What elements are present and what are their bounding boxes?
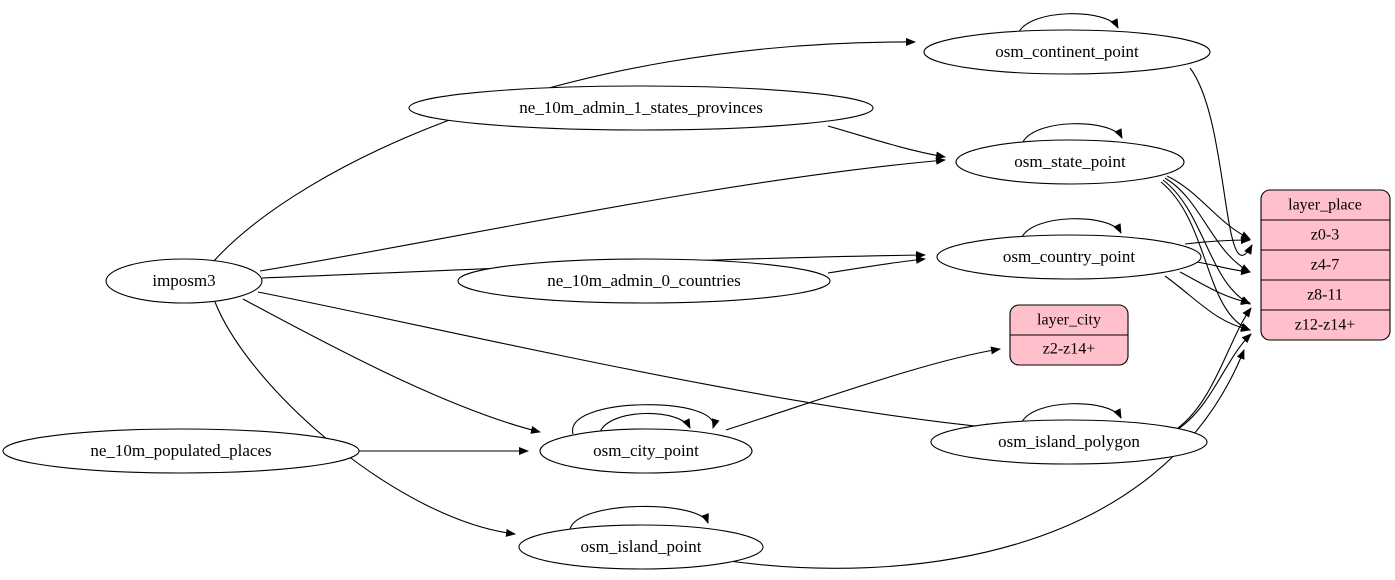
node-label: ne_10m_admin_0_countries: [547, 271, 741, 290]
node-shape-ellipse[interactable]: [457, 258, 831, 304]
edge-osm_city_point-to-layer_city-z2-z14: [725, 346, 1001, 431]
edge-osm_state_point-to-layer_place-z0-3: [1166, 175, 1251, 240]
node-osm_state_point[interactable]: osm_state_point: [955, 139, 1185, 185]
node-label: imposm3: [152, 271, 215, 290]
edge-osm_country_point-to-layer_place-z0-3: [1184, 236, 1251, 245]
record-row-z12-z14[interactable]: z12-z14+: [1295, 317, 1356, 334]
node-imposm3[interactable]: imposm3: [105, 258, 263, 304]
edge-osm_continent_point-to-layer_place-z0-3: [1189, 67, 1253, 256]
node-ne_10m_admin_0_countries[interactable]: ne_10m_admin_0_countries: [457, 258, 831, 304]
record-row-title: layer_city: [1037, 312, 1101, 329]
edge-ne_admin_0_countries-to-osm_country_point: [827, 255, 926, 274]
node-osm_island_polygon[interactable]: osm_island_polygon: [930, 419, 1208, 465]
selfloop-osm_state_point: [1021, 123, 1123, 145]
record-row-z4-7[interactable]: z4-7: [1311, 257, 1339, 274]
selfloop-osm_country_point: [1020, 218, 1122, 240]
node-layer_place[interactable]: layer_place z0-3 z4-7 z8-11 z12-z14+: [1260, 189, 1391, 341]
record-row-z0-3[interactable]: z0-3: [1311, 227, 1339, 244]
node-ne_10m_populated_places[interactable]: ne_10m_populated_places: [2, 428, 360, 474]
node-shape-ellipse[interactable]: [930, 419, 1208, 465]
node-label: ne_10m_populated_places: [90, 441, 271, 460]
node-shape-ellipse[interactable]: [2, 428, 360, 474]
node-osm_country_point[interactable]: osm_country_point: [936, 234, 1202, 280]
edge-imposm3-to-osm_state_point: [259, 156, 946, 272]
node-label: ne_10m_admin_1_states_provinces: [519, 98, 763, 117]
edge-osm_island_polygon-to-layer_place-z8-11: [1177, 307, 1252, 429]
edge-group-to-layer-place: [721, 67, 1253, 569]
node-shape-ellipse[interactable]: [923, 29, 1211, 75]
node-shape-ellipse[interactable]: [105, 258, 263, 304]
edge-osm_island_polygon-to-layer_place-z12-z14: [1174, 333, 1252, 432]
node-osm_continent_point[interactable]: osm_continent_point: [923, 29, 1211, 75]
node-shape-ellipse[interactable]: [518, 524, 764, 570]
node-shape-ellipse[interactable]: [539, 428, 753, 474]
record-row-z2-z14[interactable]: z2-z14+: [1043, 341, 1096, 358]
node-label: osm_island_point: [581, 537, 702, 556]
record-body[interactable]: [1260, 189, 1391, 341]
edge-imposm3-to-osm_island_polygon: [257, 291, 996, 432]
selfloop-osm_continent_point: [1017, 13, 1119, 35]
edge-osm_state_point-to-layer_place-z4-7: [1164, 177, 1251, 273]
selfloop-osm_island_point: [569, 505, 709, 530]
selfloop-osm_city_point-outer: [572, 404, 720, 435]
edge-ne_states_provinces-to-osm_state_point: [827, 125, 946, 160]
node-shape-ellipse[interactable]: [936, 234, 1202, 280]
edge-osm_country_point-to-layer_place-z8-11: [1179, 271, 1251, 306]
edge-imposm3-to-osm_city_point: [242, 298, 541, 434]
node-label: osm_state_point: [1014, 152, 1126, 171]
node-label: osm_country_point: [1003, 247, 1135, 266]
edge-osm_country_point-to-layer_place-z4-7: [1196, 261, 1251, 276]
edge-osm_state_point-to-layer_place-z8-11: [1162, 179, 1251, 305]
node-label: osm_city_point: [593, 441, 699, 460]
node-label: osm_island_polygon: [998, 432, 1140, 451]
record-row-title: layer_place: [1288, 197, 1362, 214]
node-layer_city[interactable]: layer_city z2-z14+: [1009, 304, 1129, 366]
selfloop-osm_city_point-inner: [599, 412, 691, 433]
edge-imposm3-to-osm_continent_point: [212, 37, 916, 263]
edge-group-natural-earth: [359, 125, 946, 455]
edge-group-to-layer-city: [725, 346, 1001, 431]
node-label: osm_continent_point: [995, 42, 1139, 61]
edge-osm_island_point-to-layer_place-z12-z14: [721, 349, 1245, 569]
record-row-z8-11[interactable]: z8-11: [1307, 287, 1343, 304]
node-ne_10m_admin_1_states_provinces[interactable]: ne_10m_admin_1_states_provinces: [408, 85, 874, 131]
edge-group-self-loops: [569, 13, 1123, 530]
node-osm_island_point[interactable]: osm_island_point: [518, 524, 764, 570]
node-shape-ellipse[interactable]: [955, 139, 1185, 185]
selfloop-osm_island_polygon: [1020, 403, 1122, 425]
node-osm_city_point[interactable]: osm_city_point: [539, 428, 753, 474]
node-shape-ellipse[interactable]: [408, 85, 874, 131]
